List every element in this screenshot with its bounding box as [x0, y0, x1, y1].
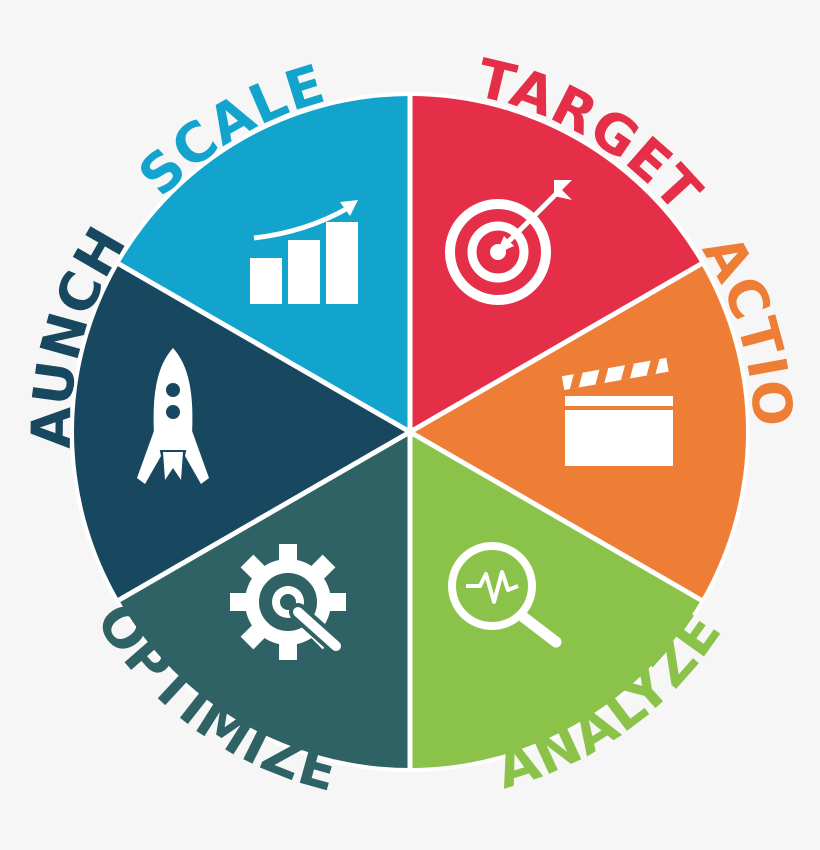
segment-analyze: [410, 432, 701, 768]
segment-dividers: [117, 96, 703, 768]
gear-wrench-icon: [230, 544, 346, 660]
rocket-icon: [137, 348, 209, 484]
magnifier-pulse-icon: [448, 542, 562, 648]
growth-chart-icon: [250, 200, 358, 304]
segment-optimize: [119, 432, 411, 768]
segment-launch: [74, 264, 411, 600]
target-arrow-icon: [445, 180, 572, 305]
segment-target: [410, 96, 701, 432]
clapperboard-icon: [561, 357, 673, 466]
